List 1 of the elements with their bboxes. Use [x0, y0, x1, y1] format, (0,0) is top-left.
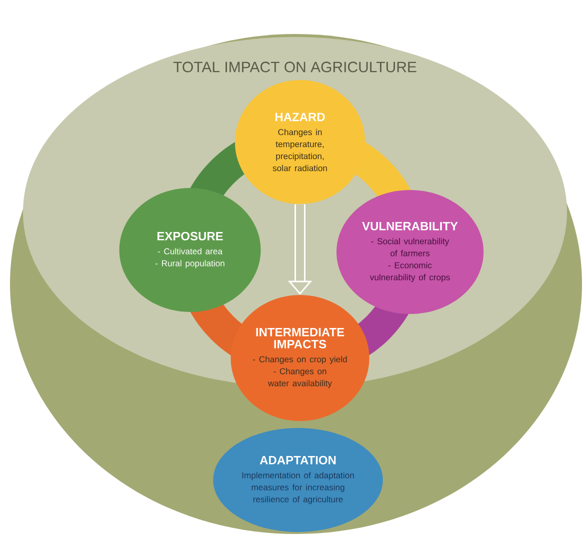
- band-label: TOTAL IMPACT ON AGRICULTURE: [173, 62, 416, 72]
